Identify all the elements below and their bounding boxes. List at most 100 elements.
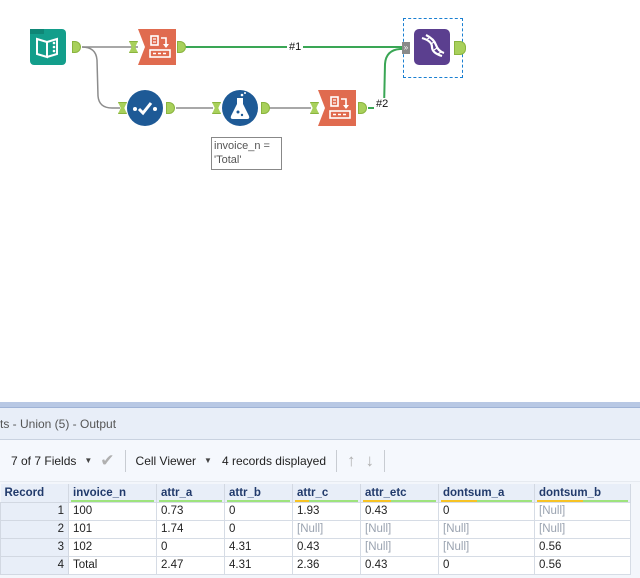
column-header[interactable]: attr_c	[292, 484, 361, 502]
arrow-down-icon[interactable]: ↓	[365, 450, 375, 470]
column-header-label: attr_b	[229, 486, 261, 499]
column-header-label: dontsum_a	[443, 486, 505, 499]
toolbar-divider	[124, 449, 126, 472]
column-header-label: attr_c	[297, 486, 329, 499]
transpose-tool-top[interactable]	[138, 29, 176, 65]
table-cell[interactable]: 2.36	[292, 555, 361, 575]
union-dna-icon	[414, 29, 450, 65]
table-cell[interactable]: [Null]	[360, 537, 439, 557]
formula-icon	[222, 90, 258, 126]
output-anchor[interactable]	[261, 102, 270, 114]
formula-annotation: invoice_n = 'Total'	[211, 137, 282, 170]
table-cell[interactable]: 4.31	[224, 555, 293, 575]
connection-label-2: #2	[374, 98, 391, 110]
table-cell[interactable]: 0	[156, 537, 225, 557]
transpose-icon	[318, 90, 356, 126]
checkmark-icon[interactable]: ✔	[100, 450, 115, 470]
record-number-cell[interactable]: 4	[0, 555, 69, 575]
output-anchor[interactable]	[454, 41, 466, 55]
fields-dropdown[interactable]: 7 of 7 Fields ▼	[11, 454, 92, 468]
results-splitter[interactable]	[0, 402, 640, 408]
output-anchor[interactable]	[177, 41, 186, 53]
union-tool[interactable]	[414, 29, 450, 65]
toolbar-divider	[384, 449, 385, 472]
column-quality-bar	[71, 499, 154, 502]
table-cell[interactable]: 0.43	[360, 555, 439, 575]
auto-field-tool[interactable]	[127, 90, 163, 126]
connection-input-autofield	[81, 46, 120, 109]
table-cell[interactable]: [Null]	[292, 519, 361, 539]
results-toolbar: 7 of 7 Fields ▼ ✔ Cell Viewer ▼ 4 record…	[0, 440, 640, 482]
output-anchor[interactable]	[166, 102, 175, 114]
table-cell[interactable]: 0.73	[156, 501, 225, 521]
table-cell[interactable]: [Null]	[534, 501, 631, 521]
table-cell[interactable]: 0.56	[534, 555, 631, 575]
table-cell[interactable]: 1.93	[292, 501, 361, 521]
column-quality-bar	[159, 499, 222, 502]
annotation-line-1: invoice_n =	[214, 140, 270, 152]
column-header[interactable]: dontsum_b	[534, 484, 631, 502]
column-header[interactable]: dontsum_a	[438, 484, 535, 502]
cell-viewer-dropdown[interactable]: Cell Viewer ▼	[136, 454, 212, 468]
annotation-line-2: 'Total'	[214, 154, 242, 166]
results-title: ts - Union (5) - Output	[0, 408, 640, 440]
column-header[interactable]: Record	[0, 484, 69, 502]
record-number-cell[interactable]: 1	[0, 501, 69, 521]
record-number-cell[interactable]: 3	[0, 537, 69, 557]
table-cell[interactable]: 0	[438, 501, 535, 521]
table-cell[interactable]: 100	[68, 501, 157, 521]
column-header-label: invoice_n	[73, 486, 127, 499]
table-cell[interactable]: 0.43	[360, 501, 439, 521]
column-quality-bar	[537, 499, 628, 502]
table-cell[interactable]: 1.74	[156, 519, 225, 539]
table-cell[interactable]: Total	[68, 555, 157, 575]
workflow-canvas[interactable]: #1 invoice_n = 'Total'	[0, 0, 640, 402]
table-cell[interactable]: 0	[224, 519, 293, 539]
table-cell[interactable]: 0	[224, 501, 293, 521]
caret-down-icon: ▼	[204, 456, 212, 465]
column-header[interactable]: attr_etc	[360, 484, 439, 502]
multi-input-anchor[interactable]: »	[402, 42, 410, 54]
table-cell[interactable]: 2.47	[156, 555, 225, 575]
column-header-label: dontsum_b	[539, 486, 601, 499]
input-data-tool[interactable]	[30, 29, 66, 65]
column-quality-bar	[363, 499, 436, 502]
auto-field-icon	[127, 90, 163, 126]
toolbar-divider	[336, 449, 337, 472]
output-anchor[interactable]	[358, 102, 367, 114]
record-number-cell[interactable]: 2	[0, 519, 69, 539]
column-header-label: attr_etc	[365, 486, 407, 499]
column-header[interactable]: invoice_n	[68, 484, 157, 502]
table-cell[interactable]: [Null]	[438, 537, 535, 557]
formula-tool[interactable]	[222, 90, 258, 126]
column-header-label: Record	[4, 486, 45, 499]
table-header-row: Record invoice_n attr_a attr_b attr_c at…	[0, 484, 631, 502]
column-quality-bar	[227, 499, 290, 502]
column-header[interactable]: attr_a	[156, 484, 225, 502]
output-anchor[interactable]	[72, 41, 81, 53]
table-cell[interactable]: 102	[68, 537, 157, 557]
caret-down-icon: ▼	[84, 456, 93, 465]
column-header[interactable]: attr_b	[224, 484, 293, 502]
table-cell[interactable]: 4.31	[224, 537, 293, 557]
transpose-tool-bottom[interactable]	[318, 90, 356, 126]
connections-layer	[81, 46, 403, 109]
records-count: 4 records displayed	[221, 453, 326, 468]
table-cell[interactable]: [Null]	[360, 519, 439, 539]
column-header-label: attr_a	[161, 486, 193, 499]
results-panel: ts - Union (5) - Output 7 of 7 Fields ▼ …	[0, 402, 640, 578]
table-cell[interactable]: [Null]	[438, 519, 535, 539]
connection-label-1: #1	[287, 41, 304, 53]
transpose-icon	[138, 29, 176, 65]
table-cell[interactable]: 0.43	[292, 537, 361, 557]
table-cell[interactable]: 0	[438, 555, 535, 575]
fields-label: 7 of 7 Fields	[11, 453, 77, 468]
table-cell[interactable]: 0.56	[534, 537, 631, 557]
arrow-up-icon[interactable]: ↑	[347, 450, 356, 470]
table-cell[interactable]: [Null]	[534, 519, 631, 539]
table-cell[interactable]: 101	[68, 519, 157, 539]
